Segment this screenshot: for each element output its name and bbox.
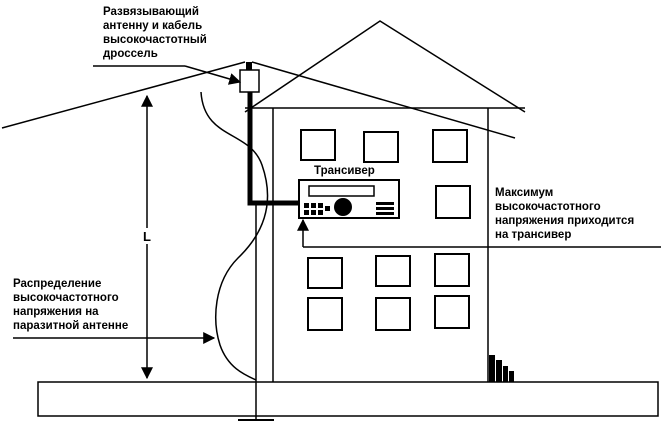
rf-distribution-curve	[200, 91, 269, 381]
choke-label-line: антенну и кабель	[103, 20, 203, 32]
transceiver-label: Трансивер	[314, 165, 375, 177]
house-roof	[244, 20, 526, 113]
length-label: L	[143, 229, 151, 244]
ground	[37, 381, 659, 417]
house-wall	[272, 108, 489, 382]
coax-cable	[247, 92, 301, 206]
max-voltage-label-line: напряжения приходится	[495, 215, 635, 227]
choke-box	[239, 69, 260, 93]
choke-pointer-arrow	[184, 65, 242, 85]
antenna-wire	[1, 61, 516, 139]
distribution-label-line: паразитной антенне	[13, 320, 129, 332]
house-windows	[300, 129, 471, 331]
distribution-label: Распределение высокочастотного напряжени…	[13, 277, 128, 333]
choke-label: Развязывающий антенну и кабель высокочас…	[103, 5, 207, 61]
choke-label-line: дроссель	[103, 48, 158, 60]
distribution-label-line: напряжения на	[13, 306, 99, 318]
max-voltage-label-line: Максимум	[495, 187, 554, 199]
distribution-label-line: высокочастотного	[13, 292, 119, 304]
brick-patch	[489, 355, 514, 382]
max-voltage-label-line: на трансивер	[495, 229, 572, 241]
distribution-label-line: Распределение	[13, 278, 102, 290]
max-voltage-label: Максимум высокочастотного напряжения при…	[495, 186, 634, 242]
choke-label-line: высокочастотный	[103, 34, 207, 46]
max-voltage-label-line: высокочастотного	[495, 201, 601, 213]
transceiver-icon	[298, 179, 400, 219]
choke-label-line: Развязывающий	[103, 6, 199, 18]
